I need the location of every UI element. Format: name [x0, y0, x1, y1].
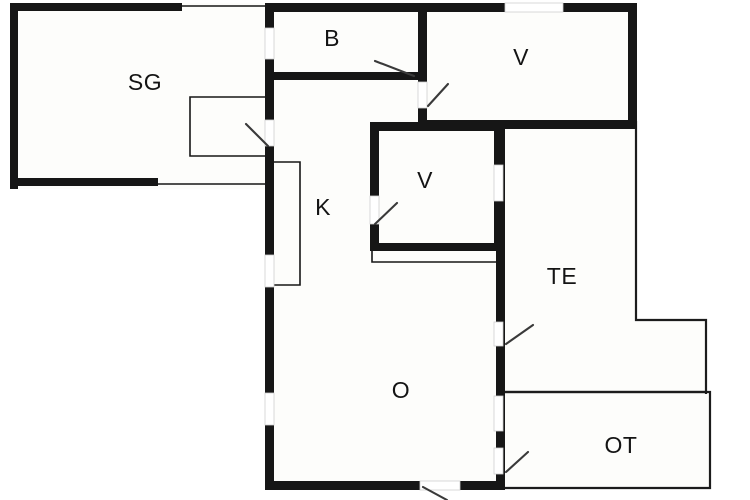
room-k-label: K — [315, 194, 331, 220]
thin-closet-k — [274, 161, 301, 286]
door-swing-te — [504, 323, 535, 346]
room-b-label: B — [324, 25, 340, 51]
door-swings-layer — [244, 59, 535, 500]
wall-v-top-west — [418, 3, 427, 129]
window-sg-west-upper — [264, 27, 275, 60]
wall-stub-north-v-mid — [421, 114, 427, 123]
floor-te — [500, 122, 707, 394]
door-swing-v-mid — [373, 201, 399, 226]
wall-sg-north — [10, 3, 182, 11]
window-k-west — [264, 254, 275, 288]
door-o-to-ot — [493, 447, 504, 475]
room-sg-label: SG — [128, 69, 162, 95]
door-swing-sg — [244, 122, 270, 148]
thin-outlines — [156, 5, 712, 490]
wall-v-mid-north — [370, 122, 504, 131]
thin-alcove-sg — [189, 96, 268, 157]
wall-main-south — [265, 481, 505, 490]
door-swing-ot — [504, 450, 530, 474]
wall-b-south — [265, 72, 425, 80]
floor-ot — [500, 392, 711, 488]
wall-v-mid-south — [370, 243, 503, 251]
wall-main-west — [265, 3, 274, 490]
door-swing-b — [373, 59, 416, 78]
wall-sg-west — [10, 3, 18, 189]
door-swing-v-top — [426, 82, 450, 108]
wall-v-top-south — [418, 120, 637, 129]
wall-v-mid-west — [370, 122, 379, 250]
wall-main-north — [265, 3, 637, 12]
door-k-to-v-mid — [369, 195, 380, 225]
terrace-ot-label: OT — [605, 432, 638, 458]
window-v-mid-east — [493, 164, 504, 202]
door-o-south — [419, 480, 461, 491]
door-o-to-te — [493, 321, 504, 347]
room-labels-layer: SG B V V K O TE OT — [128, 25, 638, 458]
window-v-top-north — [504, 2, 564, 13]
thin-band-v-mid — [371, 250, 499, 263]
wall-main-east — [496, 122, 505, 490]
structural-walls — [10, 3, 637, 490]
window-o-east — [493, 395, 504, 432]
door-swing-south — [421, 485, 449, 500]
openings-layer — [264, 2, 564, 491]
floor-sg — [10, 3, 268, 189]
room-o-label: O — [392, 377, 410, 403]
room-v-mid-label: V — [417, 167, 433, 193]
window-o-west — [264, 392, 275, 426]
terrace-te-label: TE — [547, 263, 577, 289]
wall-v-top-east — [628, 3, 637, 129]
floor-v-top — [418, 3, 637, 129]
door-b-to-v-top — [417, 81, 428, 109]
room-v-top-label: V — [513, 44, 529, 70]
wall-sg-south — [10, 178, 158, 186]
door-sg-to-k — [264, 119, 275, 147]
